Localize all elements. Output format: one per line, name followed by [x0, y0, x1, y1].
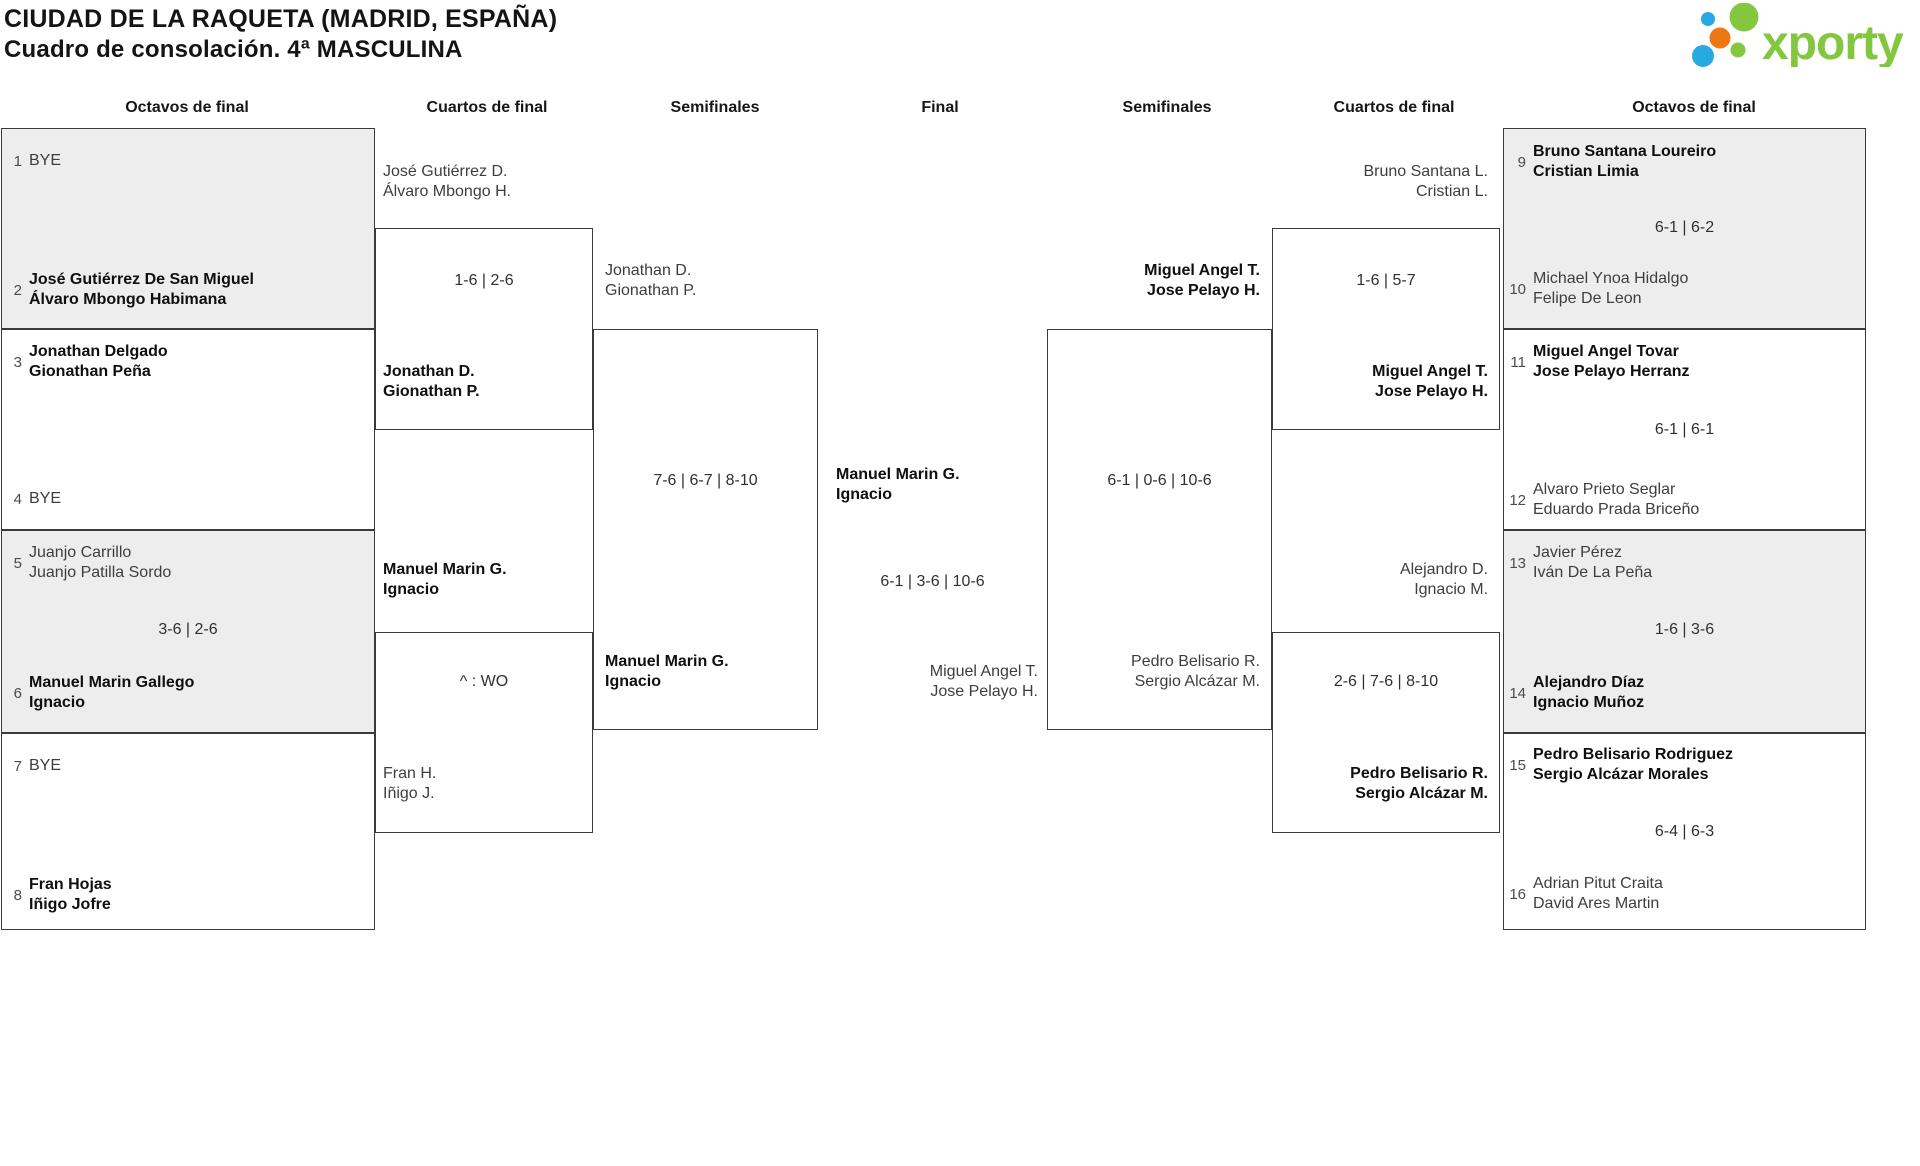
advancer-cuartos-left2-top: Manuel Marin G.Ignacio — [383, 561, 507, 598]
match-score-cuartos-right-2: 2-6 | 7-6 | 8-10 — [1333, 673, 1439, 690]
seed-number: 2 — [13, 281, 22, 299]
match-score-cuartos-right-1: 1-6 | 5-7 — [1356, 272, 1416, 289]
match-box-octavos-left-1 — [1, 128, 375, 329]
seed-number: 5 — [13, 554, 22, 572]
finalist-right: Miguel Angel T.Jose Pelayo H. — [929, 663, 1038, 700]
advancer-cuartos-right1-bottom: Miguel Angel T.Jose Pelayo H. — [1372, 363, 1488, 400]
match-score-octavos-left-3: 3-6 | 2-6 — [158, 621, 218, 638]
advancer-semifinal-left-bottom: Manuel Marin G.Ignacio — [605, 653, 729, 690]
round-header-cuartos-right: Cuartos de final — [1333, 99, 1455, 116]
seed-number: 9 — [1517, 153, 1526, 171]
advancer-semifinal-right-top: Miguel Angel T.Jose Pelayo H. — [1144, 262, 1260, 299]
bracket-slot-7: 7 BYE — [2, 756, 61, 776]
match-box-semifinal-left — [593, 329, 818, 730]
page-subtitle: Cuadro de consolación. 4ª MASCULINA — [4, 36, 463, 63]
match-box-cuartos-right-2 — [1272, 632, 1500, 833]
match-score-final: 6-1 | 3-6 | 10-6 — [880, 573, 985, 590]
page-title: CIUDAD DE LA RAQUETA (MADRID, ESPAÑA) — [4, 5, 558, 33]
seed-number: 7 — [13, 757, 22, 775]
seed-number: 4 — [13, 490, 22, 508]
advancer-cuartos-left2-bottom: Fran H.Iñigo J. — [383, 765, 437, 802]
match-score-cuartos-left-2: ^ : WO — [459, 673, 509, 690]
match-box-cuartos-right-1 — [1272, 228, 1500, 430]
seed-number: 14 — [1509, 684, 1526, 702]
advancer-cuartos-right1-top: Bruno Santana L.Cristian L. — [1363, 163, 1488, 200]
advancer-cuartos-right2-bottom: Pedro Belisario R.Sergio Alcázar M. — [1350, 765, 1488, 802]
seed-number: 13 — [1509, 554, 1526, 572]
match-box-octavos-left-4 — [1, 733, 375, 930]
match-score-octavos-right-1: 6-1 | 6-2 — [1654, 219, 1715, 236]
round-header-semis-left: Semifinales — [670, 99, 760, 116]
xporty-logo[interactable]: xporty — [1686, 2, 1916, 70]
seed-number: 15 — [1509, 756, 1526, 774]
match-score-cuartos-left-1: 1-6 | 2-6 — [454, 272, 514, 289]
match-score-octavos-right-2: 6-1 | 6-1 — [1654, 421, 1715, 438]
round-header-octavos-left: Octavos de final — [125, 99, 249, 116]
advancer-cuartos-left1-bottom: Jonathan D.Gionathan P. — [383, 363, 480, 400]
advancer-cuartos-right2-top: Alejandro D.Ignacio M. — [1399, 561, 1488, 598]
match-box-cuartos-left-1 — [375, 228, 593, 430]
seed-number: 3 — [13, 353, 22, 371]
match-box-cuartos-left-2 — [375, 632, 593, 833]
match-score-semifinal-right: 6-1 | 0-6 | 10-6 — [1107, 472, 1212, 489]
seed-number: 8 — [13, 886, 22, 904]
round-header-final: Final — [921, 99, 959, 116]
match-score-octavos-right-4: 6-4 | 6-3 — [1654, 823, 1715, 840]
seed-number: 12 — [1509, 491, 1526, 509]
round-header-cuartos-left: Cuartos de final — [426, 99, 548, 116]
match-box-octavos-left-2 — [1, 329, 375, 530]
finalist-left: Manuel Marin G.Ignacio — [836, 466, 960, 503]
xporty-logo-text: xporty — [1762, 17, 1904, 67]
advancer-semifinal-right-bottom: Pedro Belisario R.Sergio Alcázar M. — [1131, 653, 1260, 690]
advancer-semifinal-left-top: Jonathan D.Gionathan P. — [605, 262, 697, 299]
seed-number: 6 — [13, 684, 22, 702]
bracket-slot-1: 1 BYE — [2, 151, 61, 171]
match-box-semifinal-right — [1047, 329, 1272, 730]
round-header-semis-right: Semifinales — [1122, 99, 1212, 116]
match-box-octavos-right-2 — [1503, 329, 1866, 530]
xporty-logo-icon: xporty — [1692, 2, 1905, 70]
seed-number: 1 — [13, 152, 22, 170]
seed-number: 10 — [1509, 280, 1526, 298]
round-header-octavos-right: Octavos de final — [1632, 99, 1756, 116]
seed-number: 16 — [1509, 885, 1526, 903]
bracket-slot-4: 4 BYE — [2, 489, 61, 509]
match-box-octavos-right-1 — [1503, 128, 1866, 329]
match-box-octavos-right-3 — [1503, 530, 1866, 733]
match-box-octavos-right-4 — [1503, 733, 1866, 930]
match-score-octavos-right-3: 1-6 | 3-6 — [1654, 621, 1715, 638]
match-score-semifinal-left: 7-6 | 6-7 | 8-10 — [653, 472, 758, 489]
advancer-cuartos-left1-top: José Gutiérrez D.Álvaro Mbongo H. — [383, 163, 512, 200]
seed-number: 11 — [1510, 353, 1526, 371]
match-box-octavos-left-3 — [1, 530, 375, 733]
